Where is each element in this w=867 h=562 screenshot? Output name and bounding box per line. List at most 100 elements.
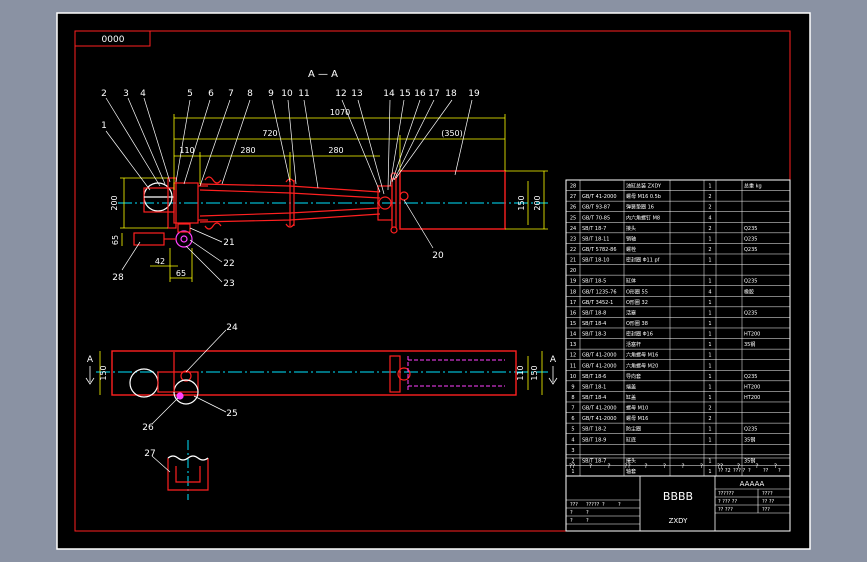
table-cell-name: 接头 [626, 457, 636, 464]
title-main: BBBB [663, 490, 693, 503]
table-cell-note: HT200 [744, 332, 760, 338]
title-block-mid-cell: ??? ? [733, 468, 746, 474]
table-cell-qty: 1 [708, 300, 711, 306]
top-view-clevis [129, 352, 199, 405]
table-cell-code: SB/T 18-9 [582, 437, 606, 443]
callout-20: 20 [432, 251, 444, 261]
table-cell-qty: 2 [708, 226, 711, 232]
table-header-cell: ?? [717, 463, 723, 470]
table-cell-code: SB/T 18-3 [582, 332, 606, 338]
table-cell-no: 10 [570, 374, 576, 380]
callout-2: 2 [101, 89, 107, 99]
table-cell-name: O形圈 32 [626, 299, 648, 306]
title-block-left-cell: ? [602, 502, 605, 508]
table-cell-no: 16 [570, 310, 576, 316]
dim-top-110-right: 110 [516, 365, 525, 380]
dimension-text-top: 150 110 150 [99, 365, 539, 380]
table-cell-no: 1 [571, 469, 574, 475]
dim-dia-150-right: 150 [517, 195, 526, 210]
table-cell-code: GB/T 41-2000 [582, 194, 617, 200]
callout-27: 27 [144, 449, 155, 459]
table-cell-code: GB/T 5782-86 [582, 247, 617, 253]
table-cell-no: 23 [570, 236, 576, 242]
dimension-lines-top [99, 351, 543, 395]
callout-21: 21 [223, 238, 234, 248]
callout-12: 12 [335, 89, 346, 99]
table-cell-code: SB/T 18-7 [582, 226, 606, 232]
table-cell-note: 35钢 [744, 457, 755, 464]
piston-assembly [377, 172, 409, 234]
table-cell-name: 缸底 [626, 436, 636, 443]
table-header-cell: ? [774, 463, 777, 470]
section-view: 1070 720 (350) 110 280 280 200 150 200 6… [101, 89, 548, 289]
table-header-cell: ? [607, 463, 610, 470]
table-cell-code: SB/T 18-1 [582, 384, 606, 390]
dim-720: 720 [262, 129, 277, 138]
table-cell-no: 24 [570, 226, 576, 232]
table-cell-qty: 1 [708, 258, 711, 264]
leader-lines-section [105, 97, 473, 283]
table-cell-name: 螺母 M16 [626, 415, 648, 422]
table-cell-qty: 1 [708, 332, 711, 338]
table-cell-no: 14 [570, 332, 576, 338]
table-row: 20 [570, 268, 576, 274]
table-cell-no: 13 [570, 342, 576, 348]
table-cell-qty: 1 [708, 469, 711, 475]
table-cell-no: 22 [570, 247, 576, 253]
table-cell-name: 油缸总装 ZXDY [626, 183, 662, 190]
section-title: A — A [308, 69, 338, 80]
table-cell-no: 9 [571, 384, 574, 390]
table-cell-qty: 1 [708, 363, 711, 369]
callout-28: 28 [112, 273, 124, 283]
table-cell-no: 3 [571, 448, 574, 454]
table-cell-no: 5 [571, 427, 574, 433]
callout-numbers-section: 1 2 3 4 5 6 7 8 9 10 11 12 13 14 15 16 1… [101, 89, 480, 289]
callout-24: 24 [226, 323, 238, 333]
table-header-cell: ? [681, 463, 684, 470]
table-cell-note: HT200 [744, 395, 760, 401]
callout-13: 13 [351, 89, 362, 99]
table-cell-note: Q235 [744, 247, 757, 253]
title-block-right-cell: ?????? [718, 491, 734, 497]
callout-23: 23 [223, 279, 234, 289]
title-block-right-cell: ?? ?? [762, 499, 775, 505]
table-cell-code: GB/T 1235-76 [582, 289, 617, 295]
title-block-left-cell: ??? [570, 502, 578, 508]
table-cell-qty: 1 [708, 342, 711, 348]
table-cell-note: 35钢 [744, 436, 755, 443]
title-block-right-cell: ??? [762, 507, 770, 513]
callout-4: 4 [140, 89, 146, 99]
table-cell-qty: 4 [708, 215, 711, 221]
dim-42: 42 [155, 257, 165, 266]
table-cell-code: GB/T 41-2000 [582, 363, 617, 369]
callout-19: 19 [468, 89, 480, 99]
title-top: AAAAA [740, 480, 765, 488]
title-block: BBBB ZXDY AAAAA ????????????????????????… [565, 468, 791, 532]
table-header-cell: ? [700, 463, 703, 470]
table-cell-qty: 1 [708, 321, 711, 327]
callout-17: 17 [428, 89, 439, 99]
dim-350: (350) [441, 129, 463, 138]
callout-8: 8 [247, 89, 253, 99]
table-cell-qty: 1 [708, 279, 711, 285]
callout-18: 18 [445, 89, 457, 99]
table-cell-no: 18 [570, 289, 576, 295]
table-cell-code: GB/T 70-85 [582, 215, 610, 221]
callout-15: 15 [399, 89, 410, 99]
table-cell-qty: 1 [708, 374, 711, 380]
table-cell-qty: 1 [708, 353, 711, 359]
table-cell-name: 缸体 [626, 278, 636, 285]
title-block-left-cell: ? [570, 510, 573, 516]
